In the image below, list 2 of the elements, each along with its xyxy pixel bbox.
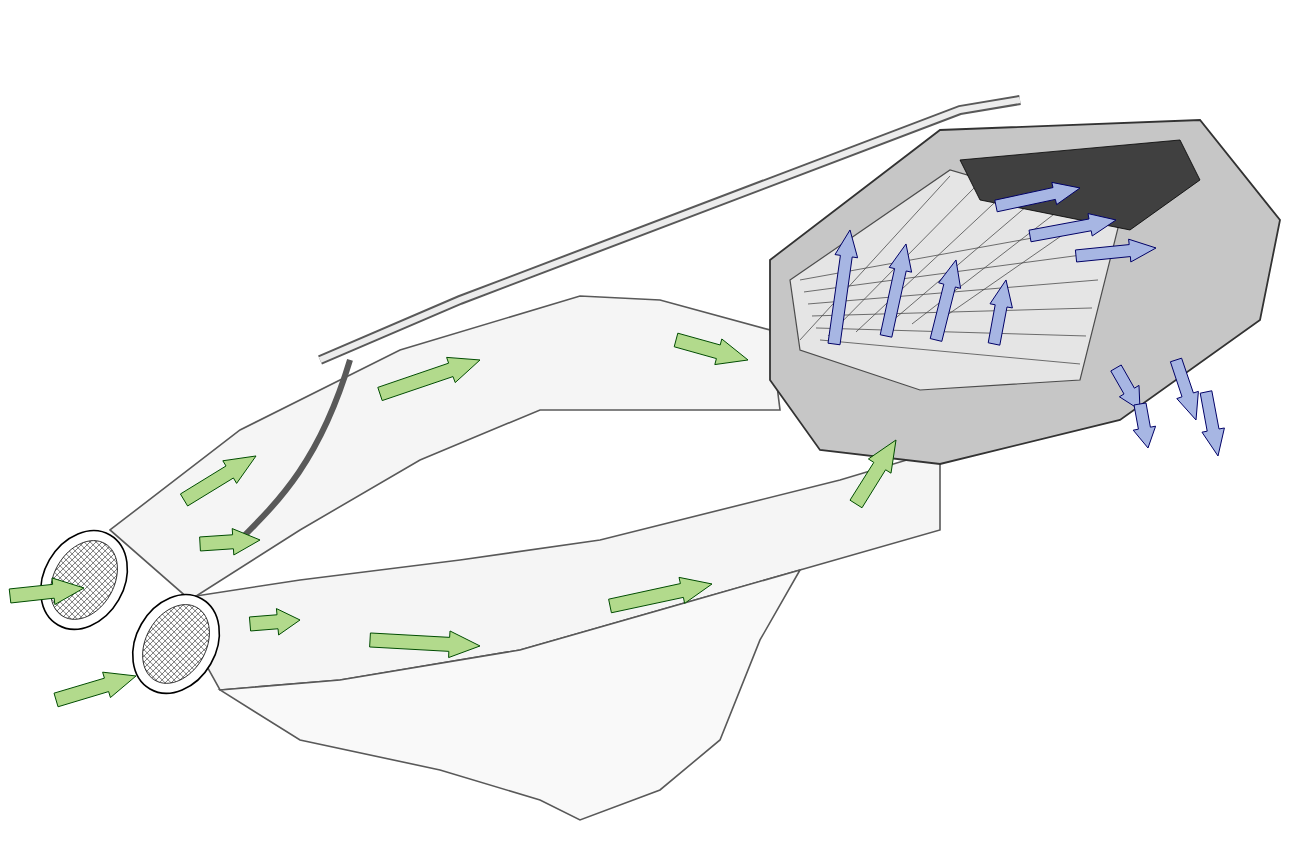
intake-drawing — [39, 95, 1281, 821]
intake-drawing — [142, 604, 210, 684]
